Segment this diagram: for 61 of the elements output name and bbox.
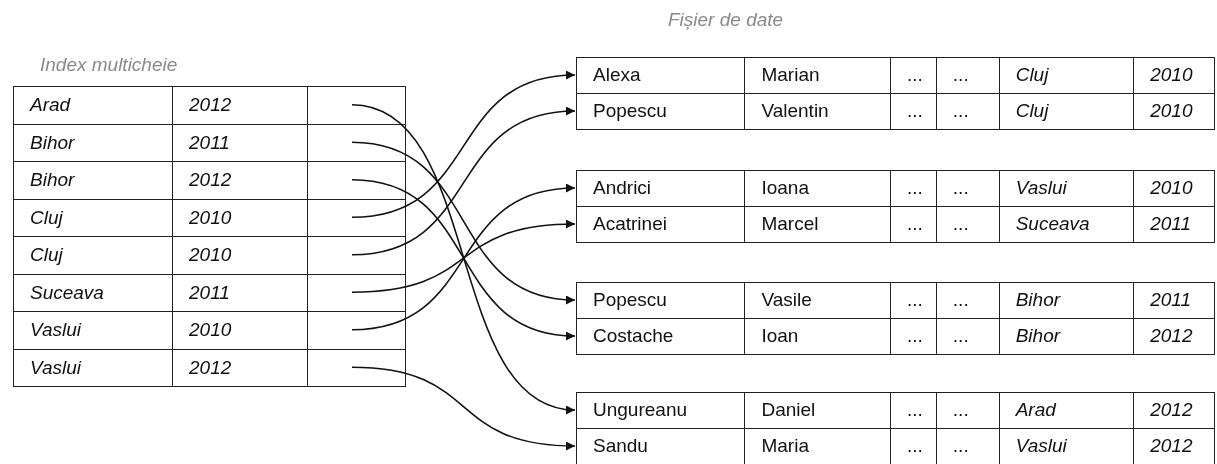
- data-row: [576, 392, 1215, 429]
- data-row: [576, 93, 1215, 130]
- index-row: [13, 348, 406, 387]
- index-cell-text: 2012: [188, 168, 233, 192]
- index-row: [13, 86, 406, 125]
- data-row: [576, 57, 1215, 94]
- index-cell-text: 2011: [188, 130, 231, 155]
- index-cell-text: 2010: [188, 243, 233, 267]
- arrow: [351, 219, 576, 294]
- data-cell: Suceava: [999, 207, 1135, 242]
- data-cell: ...: [890, 319, 937, 354]
- data-cell: ...: [936, 207, 1000, 242]
- index-row: [13, 311, 406, 350]
- index-cell-text: 2012: [188, 93, 233, 117]
- arrow: [351, 71, 576, 219]
- data-cell-text: 2012: [1149, 324, 1194, 349]
- data-cell-text: 2010: [1149, 63, 1194, 88]
- data-cell: Valentin: [745, 94, 891, 129]
- index-cell-text: 2012: [188, 355, 233, 380]
- data-cell: Bihor: [999, 319, 1135, 354]
- arrow: [351, 103, 576, 413]
- data-row: [576, 170, 1215, 207]
- index-cell-text: 2010: [188, 318, 233, 342]
- data-cell: Ioan: [745, 319, 891, 354]
- index-cell-text: 2011: [188, 280, 231, 305]
- data-cell: ...: [890, 429, 937, 464]
- data-cell-text: 2011: [1149, 288, 1193, 313]
- data-cell: ...: [936, 319, 1000, 354]
- index-row: [13, 161, 406, 200]
- index-row: [13, 236, 406, 275]
- data-cell-text: 2012: [1149, 398, 1194, 423]
- data-cell-text: 2010: [1149, 99, 1194, 124]
- data-cell: ...: [936, 94, 1000, 129]
- table-heading: Fișier de date: [668, 8, 784, 32]
- index-cell: Arad: [14, 87, 173, 124]
- data-row: [576, 318, 1215, 355]
- index-cell: Bihor: [14, 162, 173, 199]
- arrow: [351, 107, 576, 256]
- data-row: [576, 206, 1215, 243]
- data-cell: Marcel: [745, 207, 891, 242]
- data-cell-text: 2010: [1149, 176, 1194, 201]
- table-heading: Index multicheie: [40, 53, 178, 77]
- data-cell: ...: [890, 207, 937, 242]
- data-cell: Vaslui: [999, 429, 1135, 464]
- data-cell: Cluj: [999, 94, 1135, 129]
- data-cell: ...: [890, 94, 937, 129]
- data-cell: ...: [936, 429, 1000, 464]
- data-cell: Costache: [577, 319, 746, 354]
- data-cell: Maria: [745, 429, 891, 464]
- data-cell: Popescu: [577, 94, 746, 129]
- data-cell-text: 2011: [1149, 212, 1193, 237]
- data-row: [576, 428, 1215, 464]
- data-row: [576, 282, 1215, 319]
- index-cell: Vaslui: [14, 349, 173, 386]
- index-cell: Vaslui: [14, 312, 173, 349]
- data-cell-text: 2012: [1149, 434, 1194, 459]
- data-cell: Sandu: [577, 429, 746, 464]
- index-cell-text: 2010: [188, 205, 233, 230]
- data-cell: Acatrinei: [577, 207, 746, 242]
- arrow: [351, 366, 576, 450]
- index-cell: Cluj: [14, 237, 173, 274]
